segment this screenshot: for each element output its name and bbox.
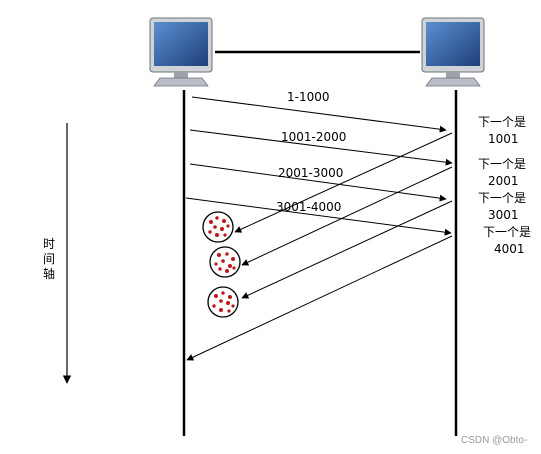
ack-label: 下一个是 (478, 191, 526, 205)
ack-label: 4001 (494, 242, 525, 256)
ack-label: 3001 (488, 208, 519, 222)
segment-arrow (189, 129, 453, 166)
computer-icon (149, 17, 213, 87)
lost-packet-icon (207, 286, 239, 318)
segment-arrow (191, 96, 447, 133)
lost-packet-icon (209, 246, 241, 278)
ack-arrow (241, 166, 453, 266)
time-axis-label: 时 (43, 237, 55, 251)
ack-arrow (186, 235, 453, 361)
segment-arrow (189, 163, 447, 202)
watermark: CSDN @Obto- (461, 435, 527, 446)
lost-packet-icon (202, 211, 234, 243)
ack-label: 2001 (488, 174, 519, 188)
ack-arrow (234, 132, 453, 233)
segment-label: 1001-2000 (281, 130, 346, 144)
segment-label: 2001-3000 (278, 166, 343, 180)
ack-label: 下一个是 (483, 225, 531, 239)
segment-label: 1-1000 (287, 90, 330, 104)
segment-label: 3001-4000 (276, 200, 341, 214)
computer-icon (421, 17, 485, 87)
segment-arrow (185, 197, 452, 236)
ack-label: 1001 (488, 132, 519, 146)
time-axis-label: 轴 (43, 266, 55, 281)
time-axis-label: 间 (43, 252, 55, 266)
ack-label: 下一个是 (478, 157, 526, 171)
ack-label: 下一个是 (478, 115, 526, 129)
ack-arrow (241, 200, 453, 299)
